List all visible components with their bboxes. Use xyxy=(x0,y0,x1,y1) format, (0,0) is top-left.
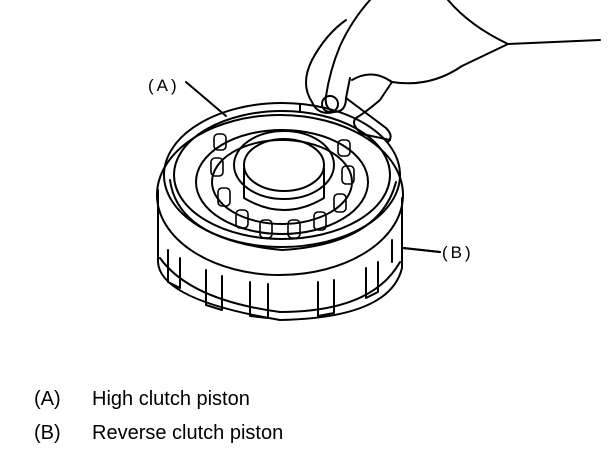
legend-row-a: (A) High clutch piston xyxy=(34,382,283,416)
leader-line-b xyxy=(403,247,441,253)
legend: (A) High clutch piston (B) Reverse clutc… xyxy=(34,382,283,450)
legend-key-a: (A) xyxy=(34,388,61,410)
inner-hub xyxy=(233,130,335,211)
legend-row-b: (B) Reverse clutch piston xyxy=(34,416,283,450)
reverse-clutch-piston-drum xyxy=(156,114,441,321)
legend-text-a: High clutch piston xyxy=(92,388,250,410)
legend-text-b: Reverse clutch piston xyxy=(92,422,284,444)
spring-retainer xyxy=(195,129,369,239)
high-clutch-piston-ring xyxy=(163,81,401,251)
callout-label-a: (A) xyxy=(148,76,180,95)
legend-key-b: (B) xyxy=(34,422,61,444)
callout-label-b: (B) xyxy=(442,243,474,262)
hand xyxy=(305,0,601,143)
clutch-piston-illustration xyxy=(156,0,601,321)
